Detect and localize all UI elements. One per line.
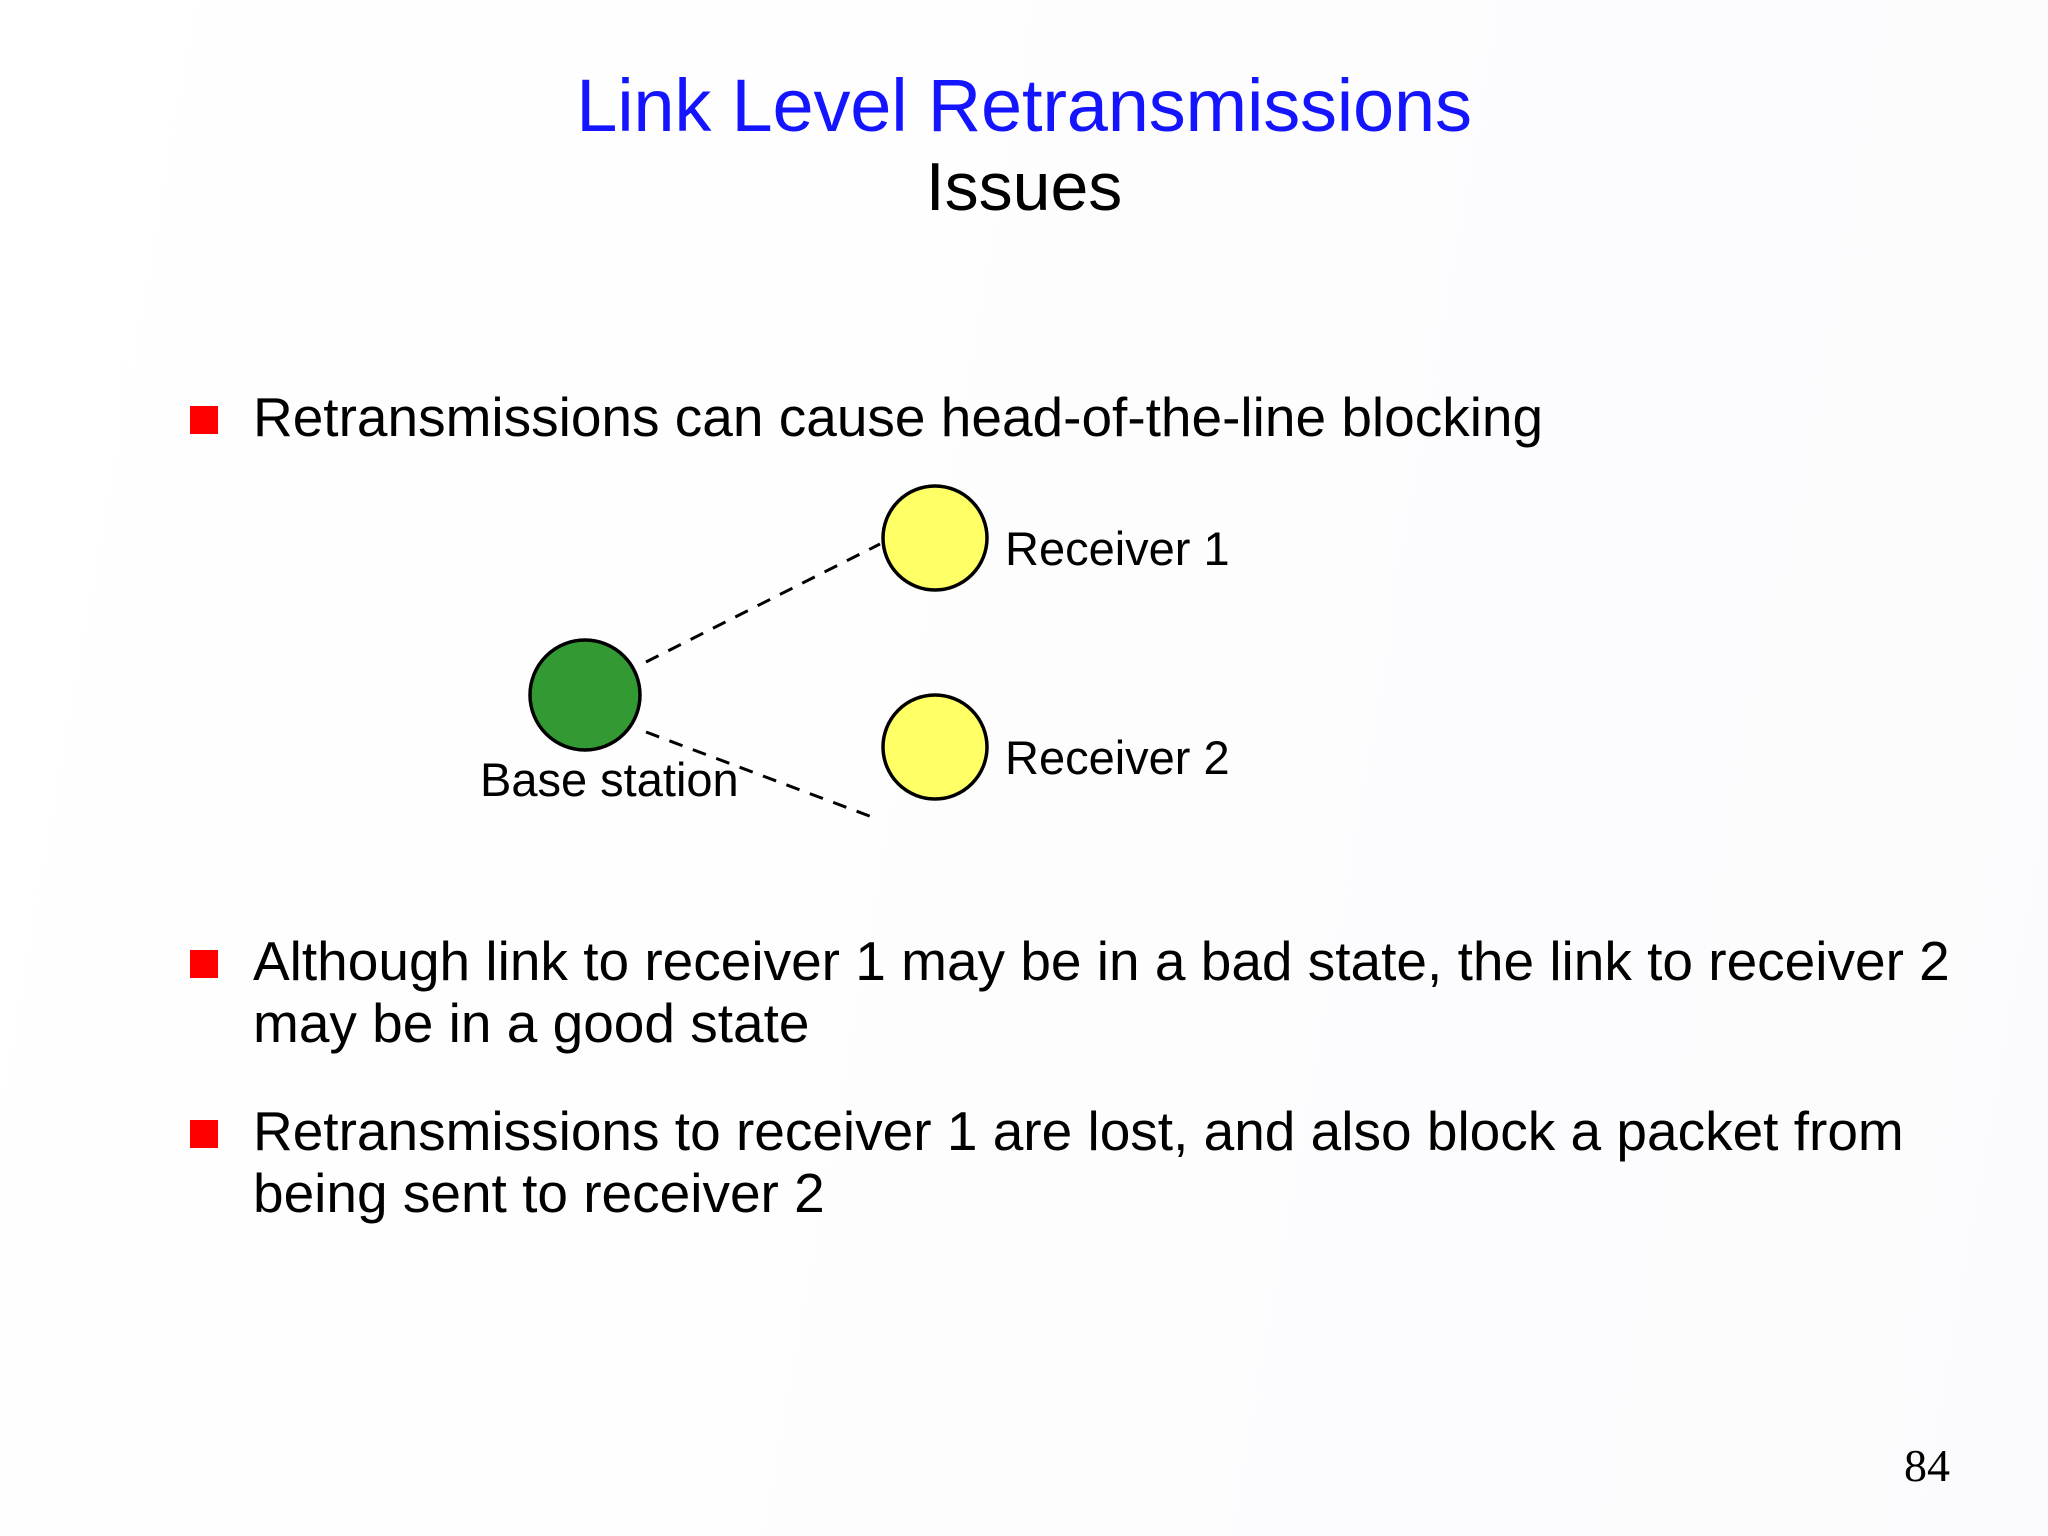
bullet-item-3: Retransmissions to receiver 1 are lost, … <box>190 1100 1953 1224</box>
receiver-1-label: Receiver 1 <box>1005 522 1230 575</box>
red-square-bullet-icon <box>190 1120 218 1148</box>
bullet-text-1: Retransmissions can cause head-of-the-li… <box>253 386 1544 448</box>
red-square-bullet-icon <box>190 406 218 434</box>
page-number: 84 <box>1904 1440 1950 1491</box>
red-square-bullet-icon <box>190 950 218 978</box>
bullet-item-2: Although link to receiver 1 may be in a … <box>190 930 1953 1054</box>
base-station-node <box>528 638 642 752</box>
page-subtitle: Issues <box>925 149 1123 226</box>
bullet-item-1: Retransmissions can cause head-of-the-li… <box>190 386 1543 448</box>
base-station-label: Base station <box>480 753 739 806</box>
bullet-text-3: Retransmissions to receiver 1 are lost, … <box>253 1100 1904 1225</box>
link-base-to-receiver-1 <box>645 542 881 664</box>
network-diagram: Receiver 1 Receiver 2 Base station <box>480 480 1620 880</box>
slide-title-block: Link Level Retransmissions Issues <box>0 68 2048 223</box>
receiver-2-node <box>881 693 989 801</box>
receiver-1-node <box>881 484 989 592</box>
bullet-text-2: Although link to receiver 1 may be in a … <box>253 930 1950 1055</box>
page-title: Link Level Retransmissions <box>576 64 1472 147</box>
link-base-to-receiver-2 <box>645 730 881 822</box>
diagram-svg <box>528 484 989 822</box>
receiver-2-label: Receiver 2 <box>1005 731 1230 784</box>
